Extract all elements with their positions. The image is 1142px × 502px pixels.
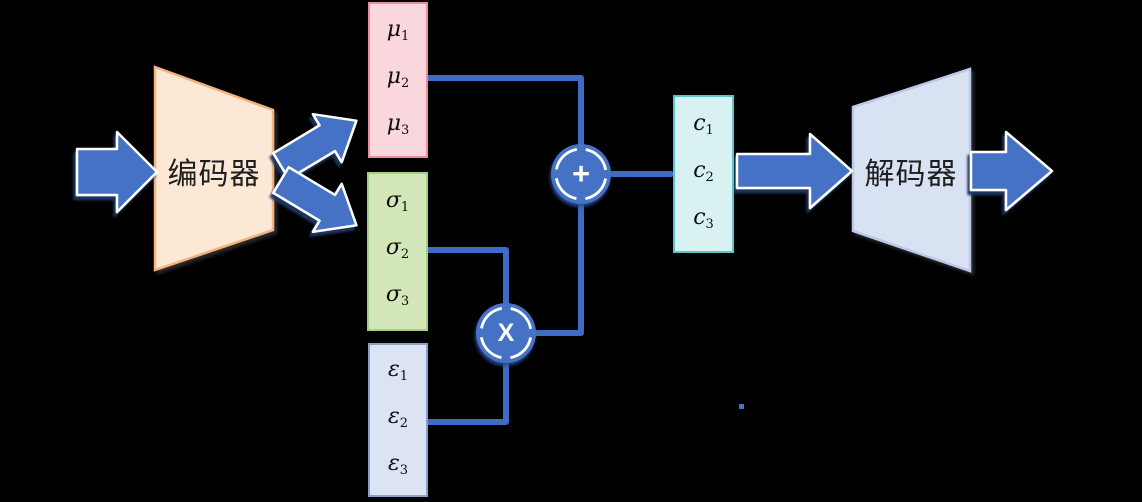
input-arrow <box>75 130 159 214</box>
sigma-1-label: σ1 <box>386 188 409 221</box>
latent-to-decoder-arrow <box>735 132 854 210</box>
c-2-sub: 2 <box>705 169 714 185</box>
mu-3-label: μ3 <box>387 111 410 144</box>
sigma-3-label: σ3 <box>386 282 409 315</box>
epsilon-3-label: ε3 <box>388 451 408 484</box>
mu-1-sub: 1 <box>401 28 410 44</box>
sigma-1-sub: 1 <box>400 200 410 215</box>
c-3-base: c <box>693 204 706 230</box>
epsilon-3-sub: 3 <box>399 462 409 478</box>
epsilon-3-base: ε <box>387 450 400 476</box>
mu-1-base: μ <box>386 16 402 42</box>
epsilon-2-label: ε2 <box>388 404 408 437</box>
c-2-label: c2 <box>693 158 714 191</box>
sigma-3-base: σ <box>385 282 401 307</box>
epsilon-1-sub: 1 <box>399 368 409 384</box>
multiply-icon: X <box>497 318 515 347</box>
mu-3-sub: 3 <box>401 122 410 138</box>
encoder-shape <box>153 65 275 272</box>
c-2-base: c <box>693 157 706 183</box>
sigma-3-sub: 3 <box>400 294 410 309</box>
c-1-label: c1 <box>693 111 714 144</box>
mu-vector-box: μ1 μ2 μ3 <box>368 2 428 158</box>
epsilon-vector-box: ε1 ε2 ε3 <box>368 343 428 497</box>
epsilon-1-base: ε <box>387 356 400 382</box>
c-3-label: c3 <box>693 205 714 238</box>
plus-circle <box>551 144 611 204</box>
sigma-2-base: σ <box>385 235 401 260</box>
epsilon-1-label: ε1 <box>388 357 408 390</box>
encoder-label: 编码器 <box>167 158 261 191</box>
c-1-sub: 1 <box>705 122 714 138</box>
latent-c-vector-box: c1 c2 c3 <box>673 95 734 253</box>
stray-dot <box>739 404 744 409</box>
sigma-2-sub: 2 <box>400 247 410 262</box>
times-circle <box>476 303 536 363</box>
mu-3-base: μ <box>386 110 402 136</box>
sigma-2-label: σ2 <box>386 235 409 268</box>
sigma-vector-box: σ1 σ2 σ3 <box>367 172 428 331</box>
output-arrow <box>969 130 1054 212</box>
mu-1-label: μ1 <box>387 17 410 50</box>
mu-2-sub: 2 <box>401 75 410 91</box>
connector-mu-to-plus <box>425 75 584 177</box>
mu-2-base: μ <box>386 63 402 89</box>
decoder-shape <box>851 67 972 273</box>
c-3-sub: 3 <box>705 216 714 232</box>
c-1-base: c <box>693 110 706 136</box>
mu-2-label: μ2 <box>387 64 410 97</box>
epsilon-2-base: ε <box>387 403 400 429</box>
sigma-1-base: σ <box>385 188 401 213</box>
plus-icon: + <box>571 156 591 191</box>
epsilon-2-sub: 2 <box>399 415 409 431</box>
decoder-label: 解码器 <box>864 158 958 191</box>
encoder-output-arrow-bottom <box>272 165 358 234</box>
